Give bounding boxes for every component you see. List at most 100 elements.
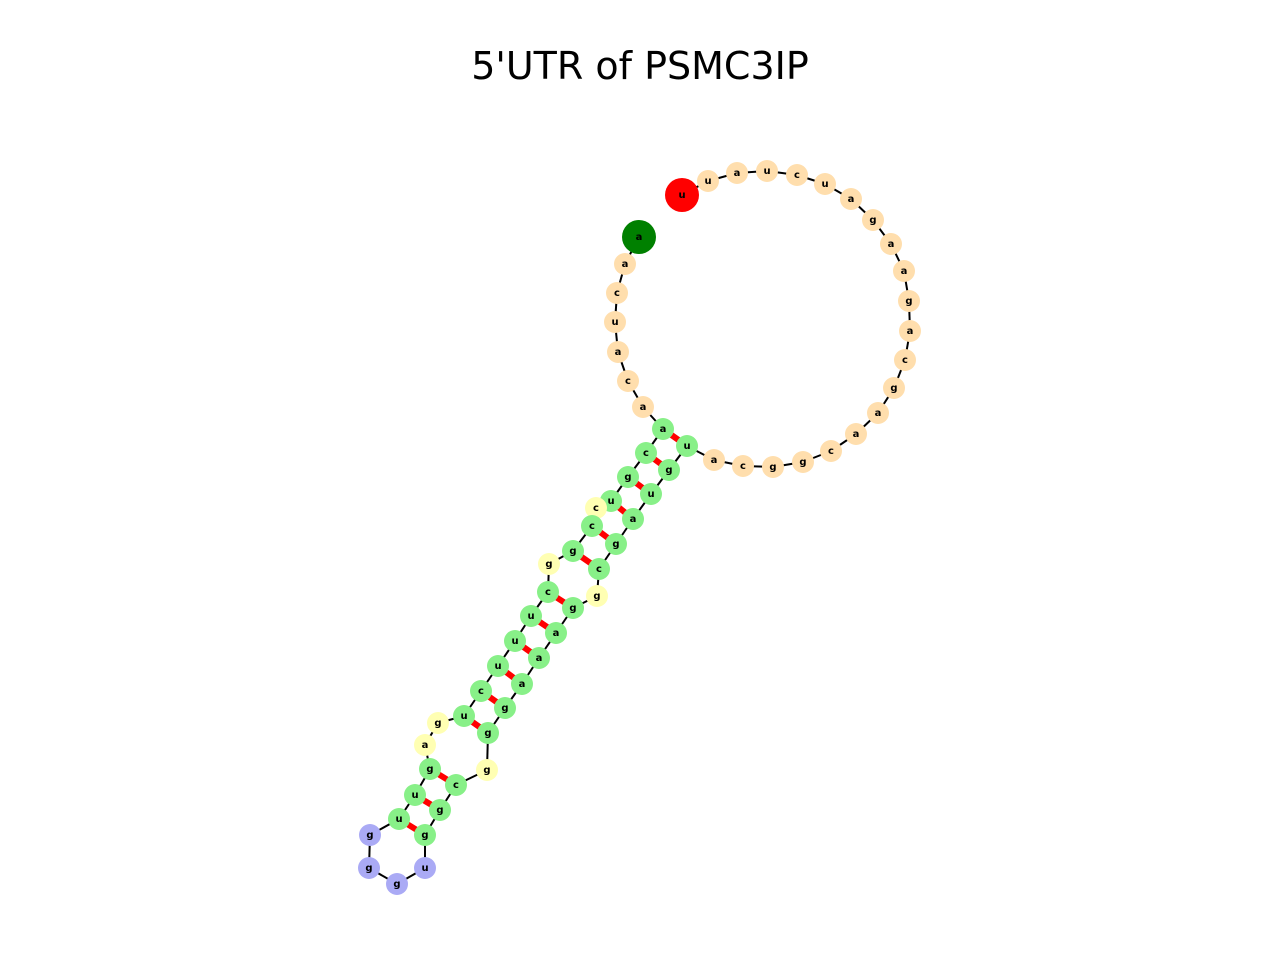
nucleotide-node: a: [511, 673, 533, 695]
nucleotide-label: u: [683, 441, 690, 452]
nucleotide-node: c: [786, 164, 808, 186]
nucleotide-circle: [697, 170, 719, 192]
nucleotide-node: a: [726, 162, 748, 184]
nucleotide-node: u: [388, 808, 410, 830]
nucleotide-circle: [658, 459, 680, 481]
nucleotide-node: g: [862, 209, 884, 231]
nucleotide-circle: [604, 311, 626, 333]
nucleotide-label: g: [869, 215, 876, 226]
nucleotide-node: u: [814, 173, 836, 195]
nucleotide-circle: [528, 647, 550, 669]
nucleotide-circle: [445, 774, 467, 796]
nucleotide-circle: [635, 442, 657, 464]
nucleotide-circle: [537, 581, 559, 603]
nucleotide-node: u: [404, 784, 426, 806]
nucleotide-node: a: [545, 622, 567, 644]
nucleotide-node: g: [359, 824, 381, 846]
nucleotide-label: g: [545, 559, 552, 570]
nucleotide-node: g: [538, 553, 560, 575]
nucleotide-circle: [388, 808, 410, 830]
nucleotide-label: g: [434, 718, 441, 729]
nucleotide-label: a: [853, 429, 860, 440]
nucleotide-label: g: [483, 765, 490, 776]
nucleotide-label: u: [494, 661, 501, 672]
nucleotide-circle: [883, 377, 905, 399]
nucleotide-label: u: [821, 179, 828, 190]
nucleotide-circle: [404, 784, 426, 806]
nucleotide-label: c: [614, 288, 620, 299]
nucleotide-label: g: [393, 879, 400, 890]
nucleotide-label: u: [395, 814, 402, 825]
nucleotide-label: a: [711, 455, 718, 466]
nucleotide-node: c: [470, 680, 492, 702]
nucleotide-node: g: [658, 459, 680, 481]
figure-title: 5'UTR of PSMC3IP: [471, 44, 809, 88]
nucleotide-circle: [504, 630, 526, 652]
nucleotide-circle: [581, 515, 603, 537]
nucleotide-circle: [676, 435, 698, 457]
nucleotide-node: c: [732, 455, 754, 477]
nucleotide-label: a: [734, 168, 741, 179]
nucleotide-label: c: [596, 564, 602, 575]
nucleotide-label: a: [630, 514, 637, 525]
nucleotide-node: a: [622, 508, 644, 530]
nucleotide-circle: [562, 540, 584, 562]
nucleotide-circle: [586, 585, 608, 607]
three-prime-end-node: u: [665, 178, 699, 212]
nucleotide-label: a: [888, 239, 895, 250]
five-prime-start-node: a: [622, 220, 656, 254]
nucleotide-node: c: [588, 558, 610, 580]
nucleotide-node: c: [585, 497, 607, 519]
nucleotide-label: u: [763, 166, 770, 177]
nucleotide-node: g: [358, 857, 380, 879]
nucleotide-label: a: [553, 628, 560, 639]
nucleotide-label: a: [636, 232, 643, 243]
nucleotide-label: c: [794, 170, 800, 181]
nucleotide-node: a: [652, 418, 674, 440]
nucleotide-label: c: [740, 461, 746, 472]
nucleotide-node: g: [419, 758, 441, 780]
nucleotide-node: g: [562, 540, 584, 562]
nucleotide-node: g: [429, 799, 451, 821]
nucleotide-label: u: [421, 863, 428, 874]
nucleotide-circle: [429, 799, 451, 821]
nucleotide-circle: [545, 622, 567, 644]
nucleotide-circle: [814, 173, 836, 195]
nucleotide-circle: [622, 508, 644, 530]
nucleotide-node: u: [487, 655, 509, 677]
nucleotide-circle: [414, 734, 436, 756]
nucleotide-label: g: [905, 296, 912, 307]
nucleotide-circle: [756, 160, 778, 182]
nucleotide-node: c: [617, 370, 639, 392]
nucleotide-label: g: [769, 462, 776, 473]
nucleotide-circle: [476, 759, 498, 781]
nucleotide-circle: [703, 449, 725, 471]
nucleotide-label: g: [569, 546, 576, 557]
nucleotide-node: u: [697, 170, 719, 192]
nucleotide-label: g: [501, 703, 508, 714]
nucleotide-node: g: [386, 873, 408, 895]
nucleotide-circle: [487, 655, 509, 677]
nucleotide-circle: [606, 282, 628, 304]
nucleotide-label: c: [828, 446, 834, 457]
nucleotide-node: c: [606, 282, 628, 304]
nucleotide-label: g: [624, 472, 631, 483]
nucleotide-node: g: [617, 466, 639, 488]
nucleotide-label: u: [411, 790, 418, 801]
nucleotide-label: g: [484, 728, 491, 739]
nucleotide-label: g: [436, 805, 443, 816]
nucleotide-node: g: [476, 759, 498, 781]
nucleotide-label: g: [421, 830, 428, 841]
nucleotide-circle: [726, 162, 748, 184]
nucleotide-label: c: [643, 448, 649, 459]
nucleotide-node: a: [893, 260, 915, 282]
nucleotide-label: a: [848, 194, 855, 205]
nucleotide-circle: [419, 758, 441, 780]
nucleotide-label: u: [460, 711, 467, 722]
nucleotide-label: c: [593, 503, 599, 514]
nucleotide-circle: [511, 673, 533, 695]
nucleotide-label: a: [660, 424, 667, 435]
nucleotide-node: g: [605, 533, 627, 555]
nucleotide-circle: [414, 857, 436, 879]
nucleotide-circle: [562, 597, 584, 619]
